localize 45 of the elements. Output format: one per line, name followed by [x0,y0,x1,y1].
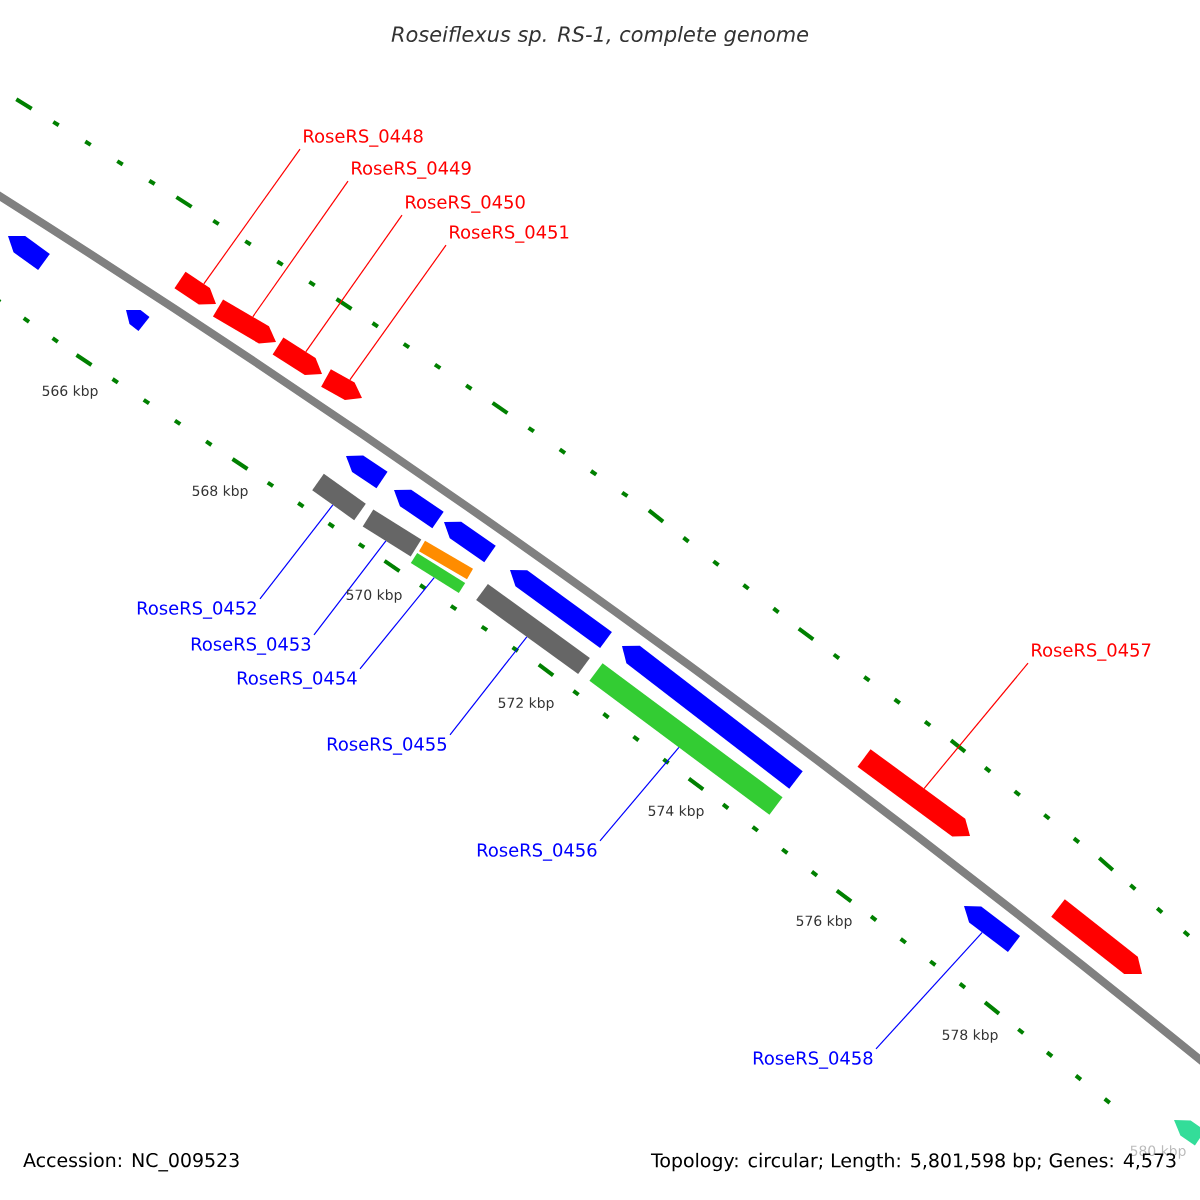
gene-feature [444,521,496,563]
leader-line [449,636,528,736]
leader-line [305,214,403,353]
gene-feature [312,473,366,521]
leader-line [259,504,334,600]
leader-line [923,662,1029,790]
gene-label: RoseRS_0453 [191,637,311,655]
leader-line [252,180,349,318]
gene-label: RoseRS_0454 [237,671,357,689]
gene-label: RoseRS_0456 [477,843,597,861]
gene-feature [476,583,590,675]
gene-feature [8,236,50,271]
gene-feature [362,509,422,557]
gene-feature [419,540,474,580]
leader-line [359,577,435,670]
leader-line [203,148,301,285]
gene-feature [346,455,388,489]
gene-feature [410,552,466,594]
gene-label: RoseRS_0448 [304,129,423,147]
leader-line [313,540,387,636]
title: Roseiflexus sp. RS-1, complete genome [391,25,809,47]
gene-feature [272,337,322,375]
gene-feature [589,663,783,815]
gene-feature [174,271,216,305]
gene-label: RoseRS_0455 [327,737,447,755]
gene-label: RoseRS_0458 [753,1051,873,1069]
gene-label: RoseRS_0457 [1032,643,1151,661]
gene-feature [1051,899,1142,974]
gene-label: RoseRS_0450 [406,195,525,213]
leader-line [349,244,447,381]
gene-label: RoseRS_0452 [137,601,256,619]
gene-feature [1174,1120,1200,1146]
gene-feature [622,645,803,789]
gene-feature [964,906,1021,952]
leader-line [599,746,680,842]
gene-feature [126,309,150,332]
gene-feature [857,749,970,837]
leader-line [875,931,983,1050]
gene-feature [321,369,362,400]
gene-label: RoseRS_0451 [450,225,569,243]
gene-feature [212,299,276,344]
gene-feature [510,570,612,649]
gene-label: RoseRS_0449 [352,161,471,179]
accession-text: Accession: NC_009523 [23,1152,239,1172]
gene-feature [394,489,444,529]
